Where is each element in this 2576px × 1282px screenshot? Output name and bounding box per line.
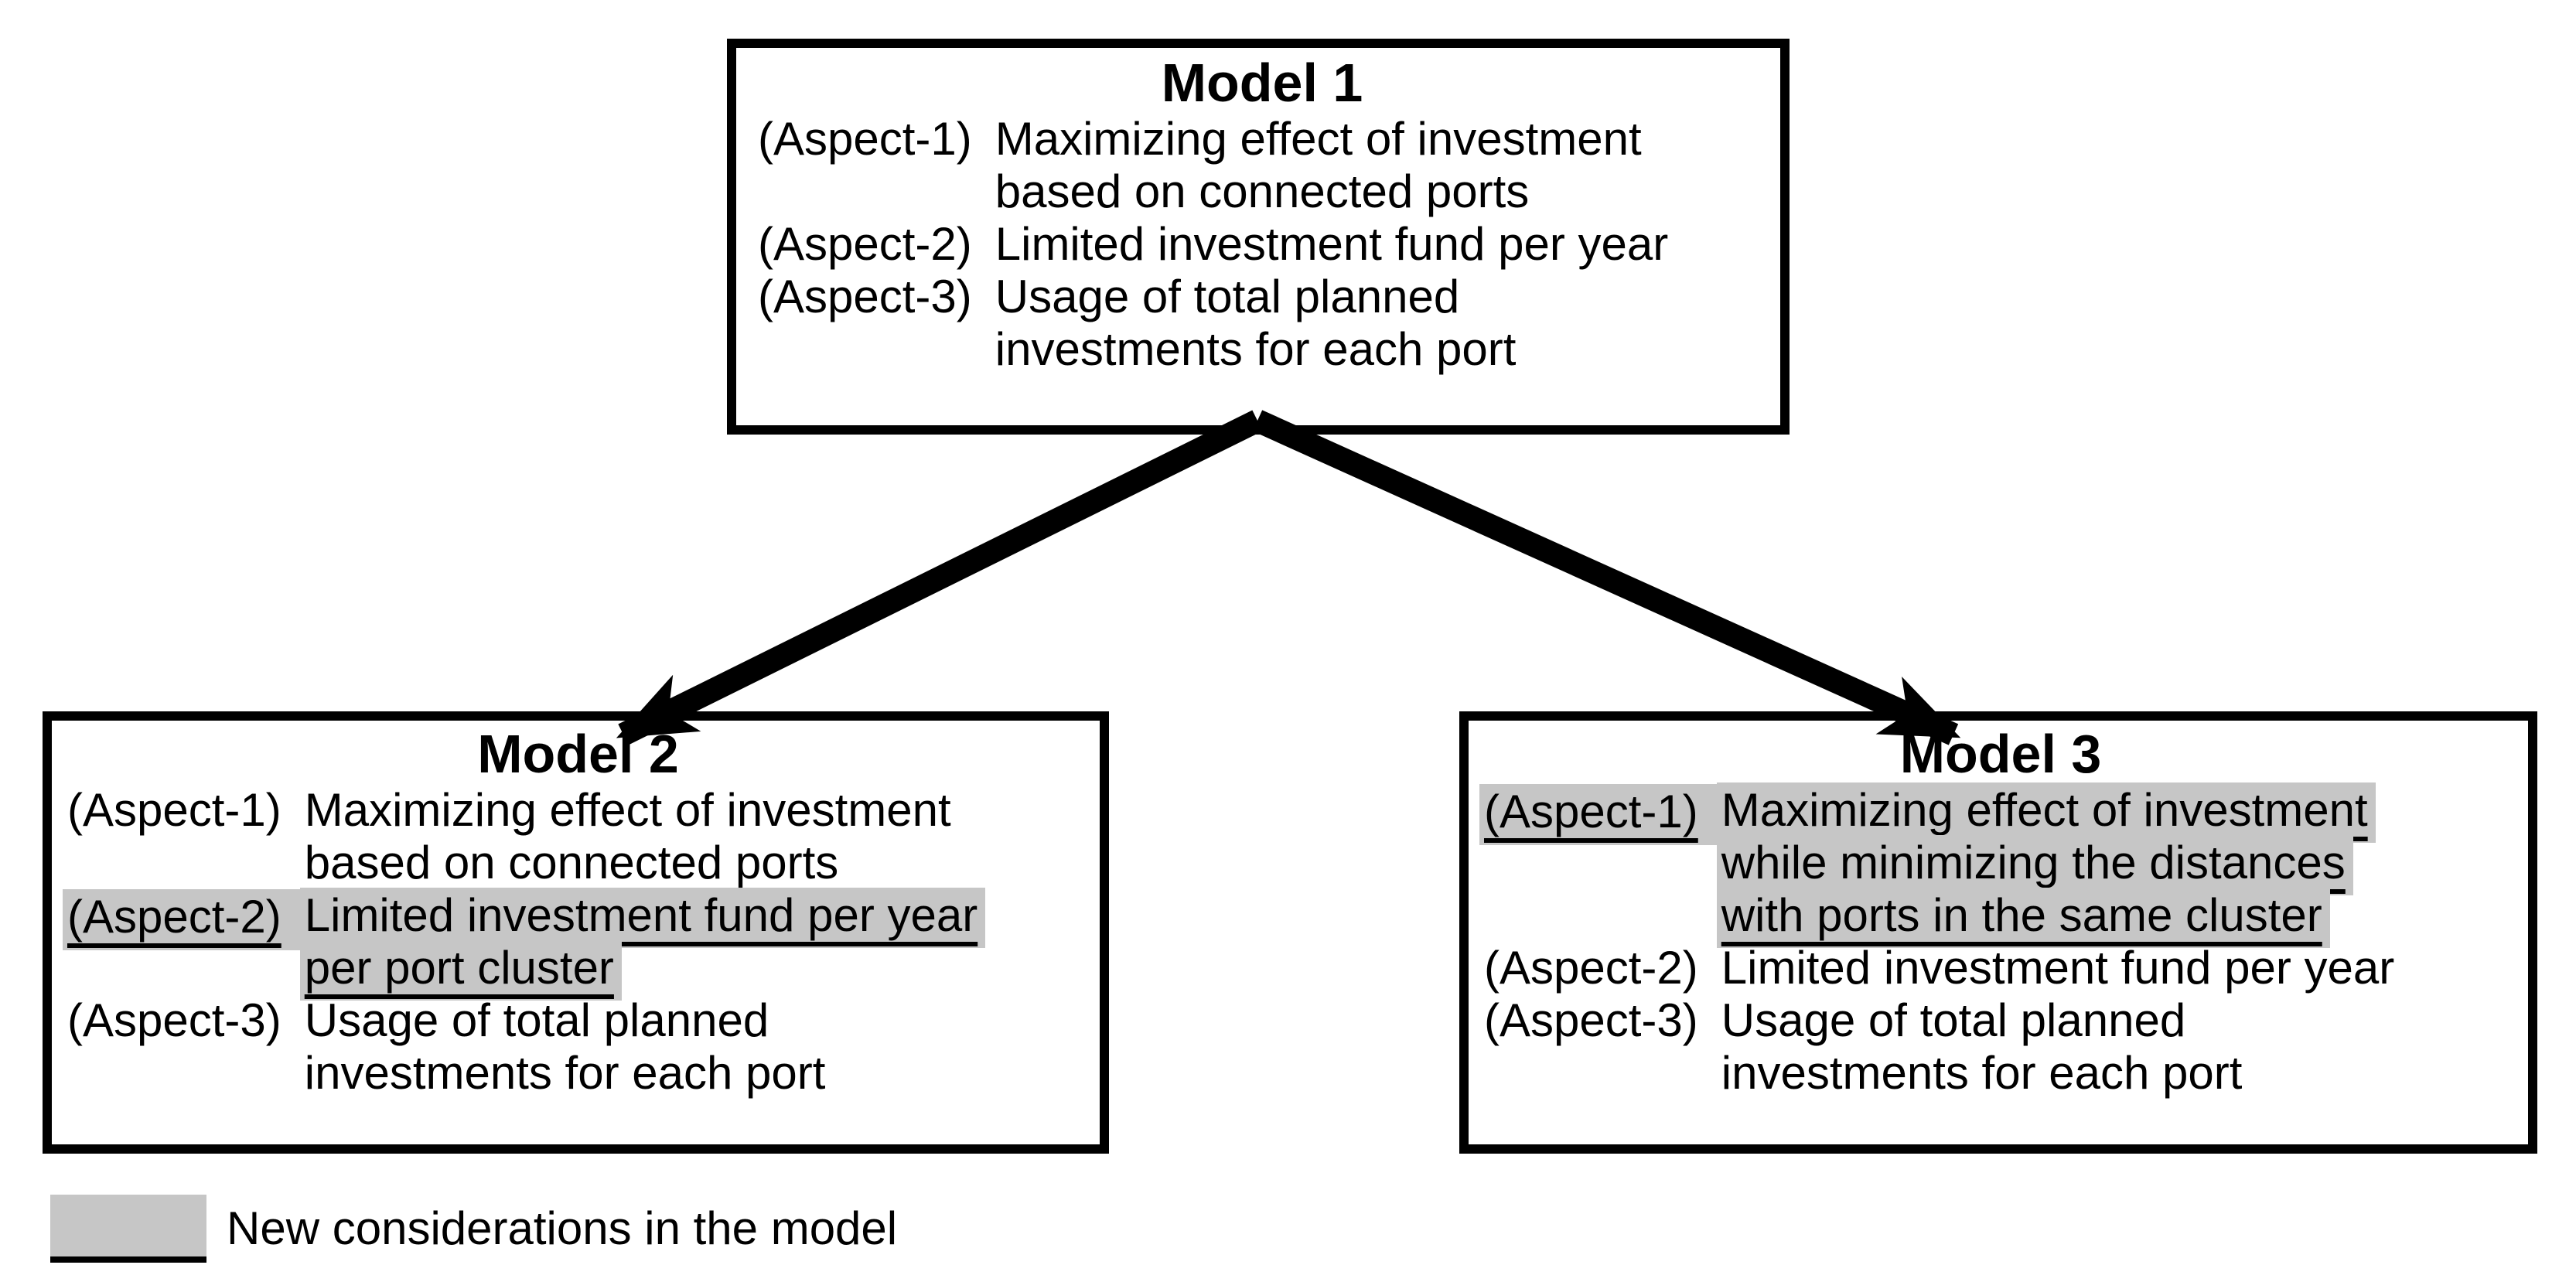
model-2-box: Model 2 (Aspect-1) Maximizing effect of … xyxy=(43,711,1109,1154)
aspect-text-line: Limited investment fund per year xyxy=(1721,942,2395,994)
model-3-aspect-1-highlighted: (Aspect-1) Maximizing effect of investme… xyxy=(1479,782,2517,948)
aspect-label-highlighted: (Aspect-1) xyxy=(1479,784,1721,845)
aspect-text-line: Usage of total planned xyxy=(995,271,1460,322)
aspect-text-line: Maximizing effect of investment xyxy=(995,113,1642,165)
model-1-aspect-2: (Aspect-2) Limited investment fund per y… xyxy=(758,218,1766,271)
arrow-model1-to-model3 xyxy=(1252,410,1961,745)
aspect-text-line-highlighted: per port cluster xyxy=(299,940,622,1001)
model-3-box: Model 3 (Aspect-1) Maximizing effect of … xyxy=(1459,711,2537,1154)
aspect-text-line: investments for each port xyxy=(304,1047,826,1099)
model-2-aspect-2-highlighted: (Aspect-2) Limited investment fund per y… xyxy=(63,888,1089,1001)
aspect-label: (Aspect-2) xyxy=(758,218,972,270)
model-3-aspect-2: (Aspect-2) Limited investment fund per y… xyxy=(1484,942,2517,994)
aspect-text-line: Usage of total planned xyxy=(1721,994,2186,1046)
aspect-label: (Aspect-3) xyxy=(1484,994,1698,1046)
model-2-aspect-3: (Aspect-3) Usage of total planned invest… xyxy=(67,994,1089,1100)
aspect-text-line: Limited investment fund per year xyxy=(995,218,1669,270)
aspect-label-highlighted: (Aspect-2) xyxy=(63,889,305,950)
model-1-aspect-1: (Aspect-1) Maximizing effect of investme… xyxy=(758,113,1766,218)
aspect-text-line: Usage of total planned xyxy=(304,994,769,1046)
aspect-label: (Aspect-3) xyxy=(758,271,972,322)
model-3-title: Model 3 xyxy=(1899,724,2102,784)
aspect-label: (Aspect-2) xyxy=(1484,942,1698,994)
aspect-text-line: Maximizing effect of investment xyxy=(304,784,951,836)
model-1-aspect-3: (Aspect-3) Usage of total planned invest… xyxy=(758,271,1766,376)
legend-label: New considerations in the model xyxy=(227,1202,898,1254)
aspect-label: (Aspect-3) xyxy=(67,994,281,1046)
aspect-text-line: investments for each port xyxy=(995,323,1517,375)
model-1-box: Model 1 (Aspect-1) Maximizing effect of … xyxy=(727,39,1790,435)
model-1-title: Model 1 xyxy=(1161,53,1363,113)
model-2-title: Model 2 xyxy=(477,724,679,784)
aspect-text-line-highlighted: while minimizing the distances xyxy=(1716,835,2353,895)
aspect-text-line-highlighted: Maximizing effect of investment xyxy=(1716,782,2376,843)
aspect-label: (Aspect-1) xyxy=(758,113,972,165)
model-2-aspect-1: (Aspect-1) Maximizing effect of investme… xyxy=(67,784,1089,889)
aspect-text-line: investments for each port xyxy=(1721,1047,2243,1099)
aspect-text-line-highlighted: Limited investment fund per year xyxy=(299,888,986,948)
arrow-model1-to-model2 xyxy=(616,410,1263,745)
aspect-text-line: based on connected ports xyxy=(304,837,839,888)
model-3-aspect-3: (Aspect-3) Usage of total planned invest… xyxy=(1484,994,2517,1100)
legend-highlight-swatch xyxy=(50,1195,206,1263)
aspect-text-line-highlighted: with ports in the same cluster xyxy=(1716,888,2330,948)
legend: New considerations in the model xyxy=(50,1195,897,1263)
aspect-text-line: based on connected ports xyxy=(995,165,1530,217)
aspect-label: (Aspect-1) xyxy=(67,784,281,836)
